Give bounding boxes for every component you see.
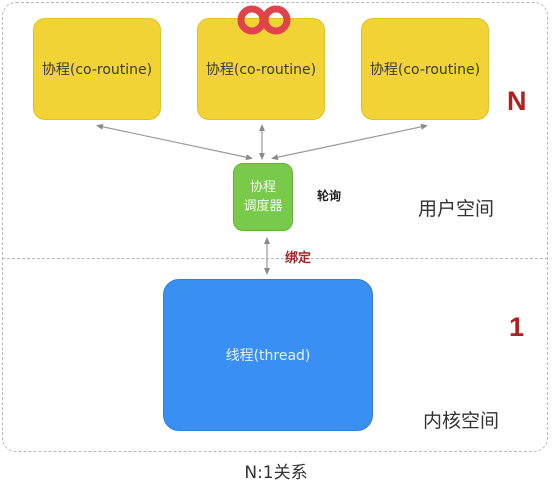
diagram-caption: N:1关系 xyxy=(244,463,308,483)
coroutine-box-3: 协程(co-routine) xyxy=(361,18,489,120)
space-divider xyxy=(2,258,548,259)
coroutine-box-2: 协程(co-routine) xyxy=(197,18,325,120)
kernel-space-count: 1 xyxy=(509,312,525,342)
arrow-right-coroutine xyxy=(271,123,428,161)
user-space-count: N xyxy=(507,86,527,116)
scheduler-label-line2: 调度器 xyxy=(243,199,283,214)
infinity-icon xyxy=(237,5,291,35)
scheduler-box: 协程 调度器 xyxy=(233,163,293,231)
thread-box: 线程(thread) xyxy=(163,279,373,431)
poll-label: 轮询 xyxy=(317,189,342,203)
kernel-space-label: 内核空间 xyxy=(423,410,500,432)
thread-label: 线程(thread) xyxy=(225,348,311,364)
coroutine-box-1: 协程(co-routine) xyxy=(33,18,161,120)
coroutine-label: 协程(co-routine) xyxy=(369,62,481,78)
arrow-left-coroutine xyxy=(96,123,253,161)
bind-label: 绑定 xyxy=(285,251,312,266)
user-space-label: 用户空间 xyxy=(418,198,495,220)
scheduler-label-line1: 协程 xyxy=(249,180,276,195)
coroutine-label: 协程(co-routine) xyxy=(205,62,317,78)
diagram-frame xyxy=(2,2,548,452)
coroutine-label: 协程(co-routine) xyxy=(41,62,153,78)
